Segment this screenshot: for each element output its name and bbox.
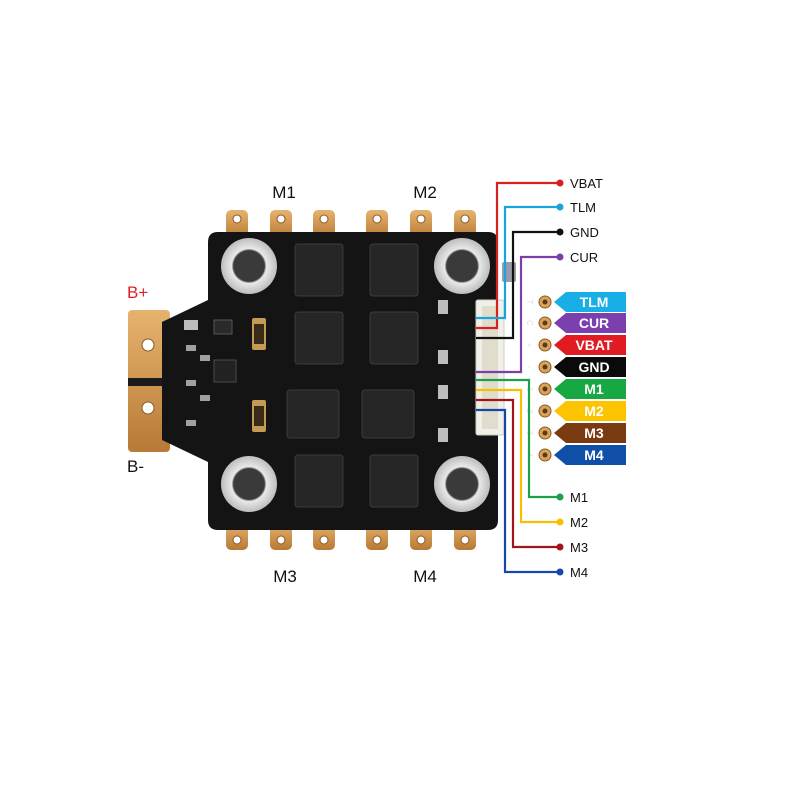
badge-vbat: VBAT [554,335,626,355]
badge-label: M1 [584,381,604,397]
mosfet-chips [286,243,419,508]
pin-number: T [525,300,534,305]
motor-pads-top [226,210,476,238]
wire-vbat [476,181,557,330]
badge-label: TLM [580,294,609,310]
wire-label-vbat: VBAT [570,176,603,191]
wire-endpoint-dot [556,493,564,501]
wire-tlm [476,205,557,320]
wire-endpoint-dot [556,179,564,187]
badge-shape [554,423,626,443]
battery-pads [128,310,170,452]
badge-label: M3 [584,425,604,441]
pin-number: C [525,320,534,326]
header-pin-hole [542,386,548,392]
badge-m1: M1 [554,379,626,399]
wire-label-m1: M1 [570,490,588,505]
motor-label-m2: M2 [413,183,437,202]
badge-shape [554,313,626,333]
battery-negative-label: B- [127,457,144,476]
header-pin-hole [542,320,548,326]
wire-endpoint-dot [556,253,564,261]
wire-m4 [476,408,557,574]
wire-endpoint-dot [556,568,564,576]
wire-label-cur: CUR [570,250,598,265]
header-pin-hole [542,299,548,305]
header-pins [538,295,552,462]
badge-shape [554,357,626,377]
wire-endpoint-dot [556,228,564,236]
badge-m2: M2 [554,401,626,421]
wire-label-tlm: TLM [570,200,596,215]
battery-positive-label: B+ [127,283,148,302]
wire-label-m4: M4 [570,565,588,580]
wire-endpoint-dot [556,543,564,551]
wire-endpoint-dot [556,203,564,211]
badge-shape [554,335,626,355]
badge-m3: M3 [554,423,626,443]
badge-label: CUR [579,315,609,331]
badge-label: VBAT [575,337,613,353]
wire-cur [476,255,557,374]
pin-number: + [525,343,534,348]
mounting-holes [221,238,490,512]
badge-shape [554,379,626,399]
smd-components [184,262,516,442]
header-pin-hole [542,408,548,414]
badge-tlm: TLM [554,292,626,312]
wire-m2 [476,388,557,524]
wire-label-m3: M3 [570,540,588,555]
motor-label-m3: M3 [273,567,297,586]
badge-shape [554,292,626,312]
motor-label-m4: M4 [413,567,437,586]
jst-connector [475,299,505,436]
wire-m1 [476,378,557,499]
badge-shape [554,445,626,465]
header-pin-hole [542,342,548,348]
wire-m3 [476,398,557,549]
header-pin-hole [542,430,548,436]
header-pin-hole [542,364,548,370]
badge-label: M2 [584,403,604,419]
header-pin-hole [542,452,548,458]
wire-label-m2: M2 [570,515,588,530]
badge-label: M4 [584,447,604,463]
badge-cur: CUR [554,313,626,333]
wire-endpoint-dot [556,518,564,526]
badge-m4: M4 [554,445,626,465]
badge-gnd: GND [554,357,626,377]
wire-label-gnd: GND [570,225,599,240]
badge-label: GND [578,359,609,375]
badge-shape [554,401,626,421]
motor-label-m1: M1 [272,183,296,202]
pin-number: - [525,366,534,369]
wire-gnd [476,230,557,340]
